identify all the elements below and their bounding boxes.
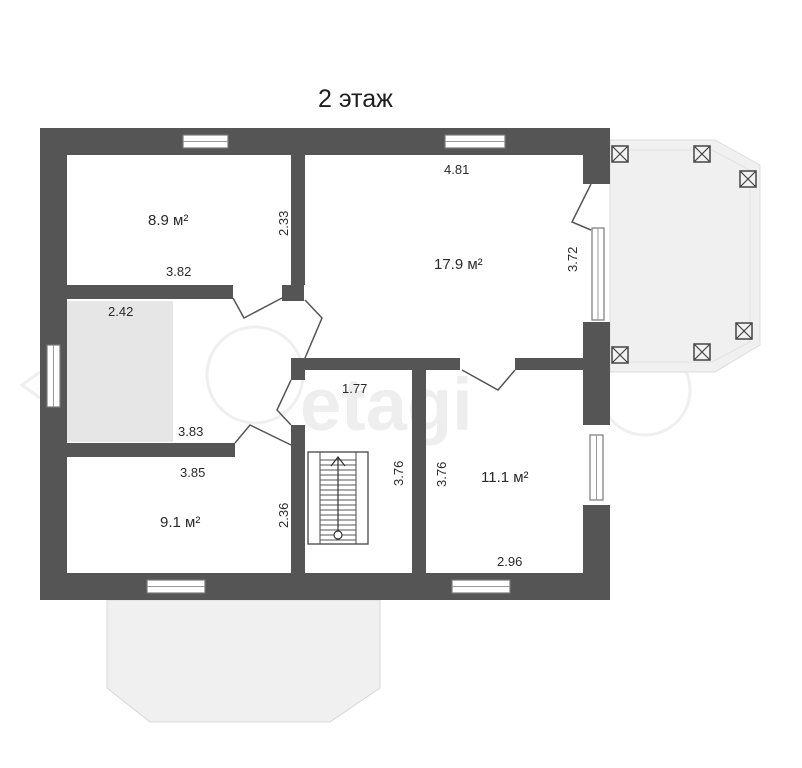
dimension-label: 2.96 <box>497 554 522 569</box>
walls <box>40 128 610 600</box>
terrace-post-icon <box>739 170 757 188</box>
watermark-text: etagi <box>300 363 473 446</box>
terrace-post-icon <box>611 145 629 163</box>
dimension-label: 3.76 <box>391 461 406 486</box>
dimension-label: 3.72 <box>565 247 580 272</box>
doors <box>232 183 592 446</box>
window-bottom-right <box>451 579 511 594</box>
room-area-label: 9.1 м² <box>160 514 200 531</box>
windows <box>46 134 605 594</box>
room-area-label: 11.1 м² <box>481 469 529 486</box>
room-area-label: 8.9 м² <box>148 212 188 229</box>
dimension-label: 3.83 <box>178 424 203 439</box>
floor-title: 2 этаж <box>318 85 393 113</box>
dimension-label: 2.36 <box>276 503 291 528</box>
staircase-icon <box>307 451 369 545</box>
nav-arrow-left-icon <box>19 370 41 400</box>
balcony <box>106 599 381 723</box>
window-bottom-left <box>146 579 206 594</box>
room-stairwell: 1.77 3.76 <box>342 381 406 486</box>
dimension-label: 3.85 <box>180 465 205 480</box>
window-top-right <box>444 134 506 149</box>
terrace-post-icon <box>611 346 629 364</box>
terrace-post-icon <box>693 343 711 361</box>
dimension-label: 3.82 <box>166 264 191 279</box>
watermark: etagi <box>19 325 692 446</box>
terrace-posts <box>611 145 757 364</box>
room-hall: 2.42 3.83 <box>108 304 203 439</box>
dimension-label: 4.81 <box>444 162 469 177</box>
terrace-post-icon <box>693 145 711 163</box>
dimension-label: 3.76 <box>434 462 449 487</box>
room-bottom-left: 3.85 9.1 м² 2.36 <box>160 465 291 531</box>
room-bottom-right: 3.76 11.1 м² 2.96 <box>434 462 529 569</box>
window-right-lower <box>589 434 604 501</box>
room-top-left: 8.9 м² 2.33 3.82 <box>148 211 291 279</box>
dimension-label: 1.77 <box>342 381 367 396</box>
dimension-label: 2.33 <box>276 211 291 236</box>
room-area-label: 17.9 м² <box>434 256 483 273</box>
hall-shaded-area <box>66 301 173 442</box>
room-living: 4.81 17.9 м² 3.72 <box>434 162 580 273</box>
window-left <box>46 344 61 408</box>
window-top-left <box>182 134 229 149</box>
terrace-post-icon <box>735 322 753 340</box>
dimension-label: 2.42 <box>108 304 133 319</box>
terrace-door-glazing <box>591 227 605 321</box>
